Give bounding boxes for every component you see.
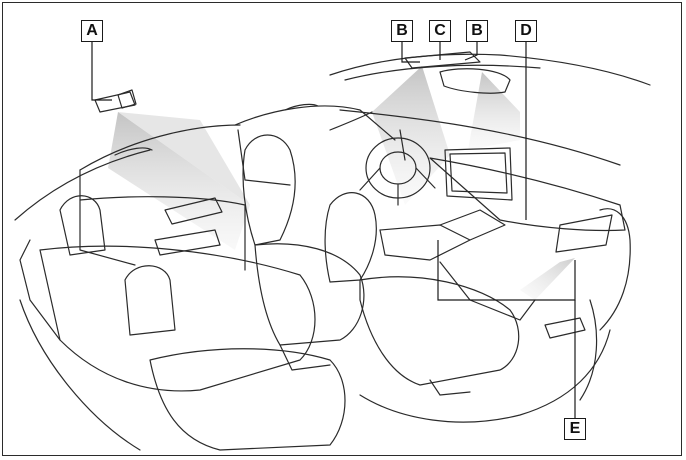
light-beams <box>108 66 575 300</box>
light-beam-a <box>108 112 250 250</box>
leader-line-e-bracket <box>437 240 576 301</box>
light-beam-e <box>520 258 575 300</box>
leader-line-b1 <box>401 42 420 63</box>
callout-d-label: D <box>515 20 537 42</box>
callout-b-label-second: B <box>466 20 488 42</box>
callout-b-label: B <box>391 20 413 42</box>
leader-line-a <box>91 41 112 101</box>
leader-line-b2 <box>464 42 478 61</box>
light-beam-b-right <box>468 72 520 150</box>
car-outline <box>14 51 651 451</box>
callout-e-label: E <box>564 418 586 440</box>
leader-lines <box>91 41 576 418</box>
callout-c-label: C <box>429 20 451 42</box>
callout-a-label: A <box>81 20 103 42</box>
light-beam-b-left <box>372 66 450 205</box>
